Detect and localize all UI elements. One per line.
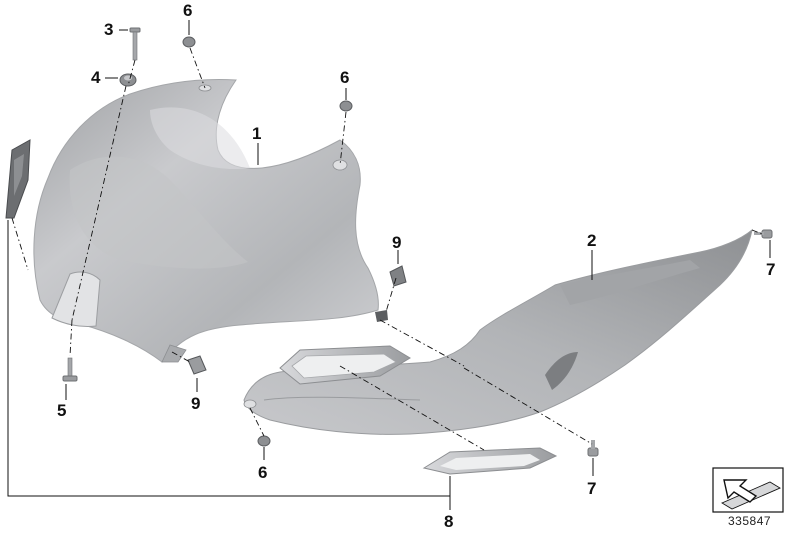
clip-9-upper — [389, 265, 407, 287]
callout-9-upper: 9 — [392, 233, 402, 252]
grommet-6-bottom — [257, 435, 271, 447]
callout-2: 2 — [587, 231, 597, 250]
screw-7-bottom — [587, 440, 599, 457]
grommet-6-mid — [339, 100, 353, 112]
side-panel-part — [243, 228, 753, 435]
callout-9-lower: 9 — [191, 394, 201, 413]
lower-trim-part — [422, 447, 558, 475]
assembly-lines — [11, 47, 763, 451]
callout-6-top: 6 — [183, 1, 193, 20]
callout-8: 8 — [444, 512, 454, 531]
screw-7-right — [754, 229, 773, 239]
leader-8 — [7, 220, 451, 497]
callout-5: 5 — [57, 401, 67, 420]
screw-5 — [62, 357, 78, 382]
trim-strip-left-part — [5, 139, 31, 219]
screw-3 — [129, 27, 141, 61]
inner-bracket-part — [279, 345, 411, 385]
callout-1: 1 — [252, 124, 262, 143]
leader-lines — [7, 20, 771, 510]
grommet-6-top — [182, 36, 196, 48]
callout-7-bottom: 7 — [587, 479, 597, 498]
arrow-on-panel-icon — [712, 467, 784, 513]
fastener-near-belly — [375, 310, 388, 322]
diagram-reference-number: 335847 — [728, 514, 772, 528]
clip-9-lower — [187, 355, 207, 375]
callout-3: 3 — [104, 20, 114, 39]
callout-6-bottom: 6 — [258, 463, 268, 482]
callout-6-mid: 6 — [340, 68, 350, 87]
callout-4: 4 — [91, 68, 101, 87]
tank-cover-part — [33, 79, 379, 363]
callout-7-right: 7 — [766, 260, 776, 279]
washer-4 — [119, 73, 137, 87]
